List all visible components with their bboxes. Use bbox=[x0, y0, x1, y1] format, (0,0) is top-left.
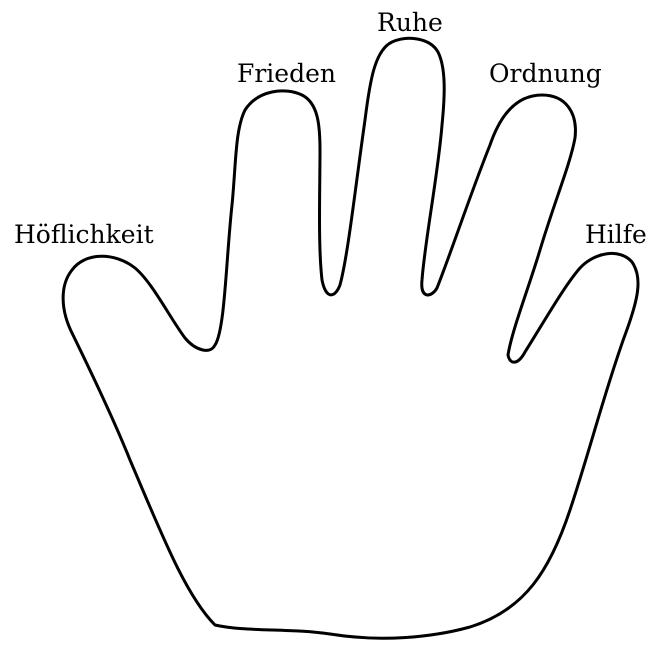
middle-finger-label: Ruhe bbox=[377, 10, 443, 35]
little-finger-label: Hilfe bbox=[585, 222, 647, 247]
index-finger-label: Frieden bbox=[237, 61, 336, 86]
thumb-label: Höflichkeit bbox=[14, 222, 154, 247]
hand-outline-path bbox=[63, 38, 638, 638]
ring-finger-label: Ordnung bbox=[489, 61, 602, 86]
